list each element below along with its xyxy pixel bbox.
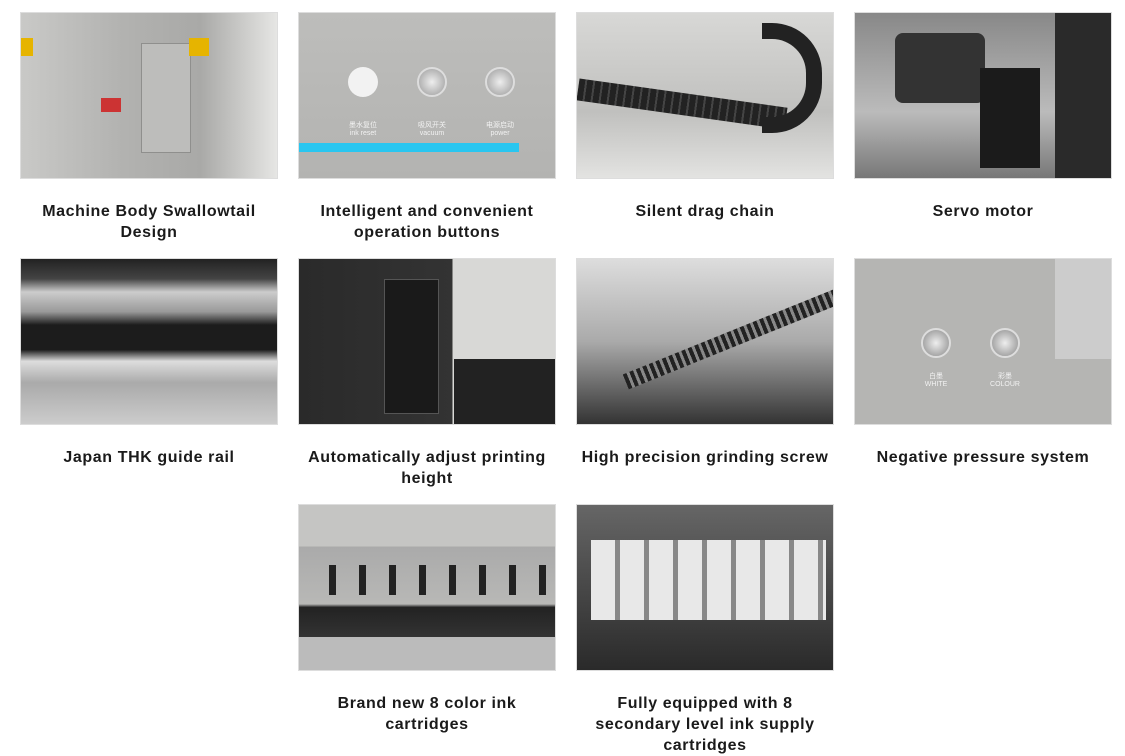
machine-body-photo bbox=[20, 12, 278, 179]
feature-caption: Negative pressure system bbox=[876, 449, 1090, 466]
servo-motor-photo bbox=[854, 12, 1112, 179]
feature-caption: Servo motor bbox=[932, 203, 1034, 220]
drag-chain-photo bbox=[576, 12, 834, 179]
feature-caption: Machine Body Swallowtail Design bbox=[42, 203, 256, 241]
power-label-cn: 电源启动 bbox=[486, 122, 514, 129]
colour-label-cn: 彩墨 bbox=[998, 373, 1012, 380]
feature-card-height: Automatically adjust printing height bbox=[298, 258, 556, 489]
guide-rail-photo bbox=[20, 258, 278, 425]
operation-buttons-photo: 墨水复位 ink reset 吸风开关 vacuum 电源启动 power bbox=[298, 12, 556, 179]
feature-card-secondary-cartridges: Fully equipped with 8 secondary level in… bbox=[576, 504, 834, 756]
feature-card-guide-rail: Japan THK guide rail bbox=[20, 258, 278, 468]
power-label-en: power bbox=[490, 130, 510, 137]
feature-caption: High precision grinding screw bbox=[581, 449, 829, 466]
feature-caption: Intelligent and convenient operation but… bbox=[320, 203, 534, 241]
feature-card-swallowtail: Machine Body Swallowtail Design bbox=[20, 12, 278, 243]
feature-caption: Automatically adjust printing height bbox=[308, 449, 546, 487]
ink-reset-label-cn: 墨水复位 bbox=[349, 122, 377, 129]
ink-reset-label-en: ink reset bbox=[349, 130, 377, 137]
feature-caption: Japan THK guide rail bbox=[63, 449, 235, 466]
vacuum-label-en: vacuum bbox=[419, 130, 445, 137]
feature-card-negative-pressure: 白墨 WHITE 彩墨 COLOUR Negative pressure sys… bbox=[854, 258, 1112, 468]
vacuum-label-cn: 吸风开关 bbox=[418, 122, 446, 129]
feature-card-screw: High precision grinding screw bbox=[576, 258, 834, 468]
feature-caption: Fully equipped with 8 secondary level in… bbox=[595, 695, 815, 754]
feature-card-drag-chain: Silent drag chain bbox=[576, 12, 834, 222]
white-label-en: WHITE bbox=[924, 381, 948, 388]
negative-pressure-photo: 白墨 WHITE 彩墨 COLOUR bbox=[854, 258, 1112, 425]
secondary-cartridges-photo bbox=[576, 504, 834, 671]
white-label-cn: 白墨 bbox=[929, 373, 943, 380]
feature-caption: Silent drag chain bbox=[635, 203, 775, 220]
colour-label-en: COLOUR bbox=[990, 381, 1020, 388]
ink-cartridges-photo bbox=[298, 504, 556, 671]
feature-caption: Brand new 8 color ink cartridges bbox=[337, 695, 517, 733]
feature-card-servo: Servo motor bbox=[854, 12, 1112, 222]
feature-card-ink-cartridges: Brand new 8 color ink cartridges bbox=[298, 504, 556, 735]
height-adjust-photo bbox=[298, 258, 556, 425]
feature-card-buttons: 墨水复位 ink reset 吸风开关 vacuum 电源启动 power In… bbox=[298, 12, 556, 243]
grinding-screw-photo bbox=[576, 258, 834, 425]
